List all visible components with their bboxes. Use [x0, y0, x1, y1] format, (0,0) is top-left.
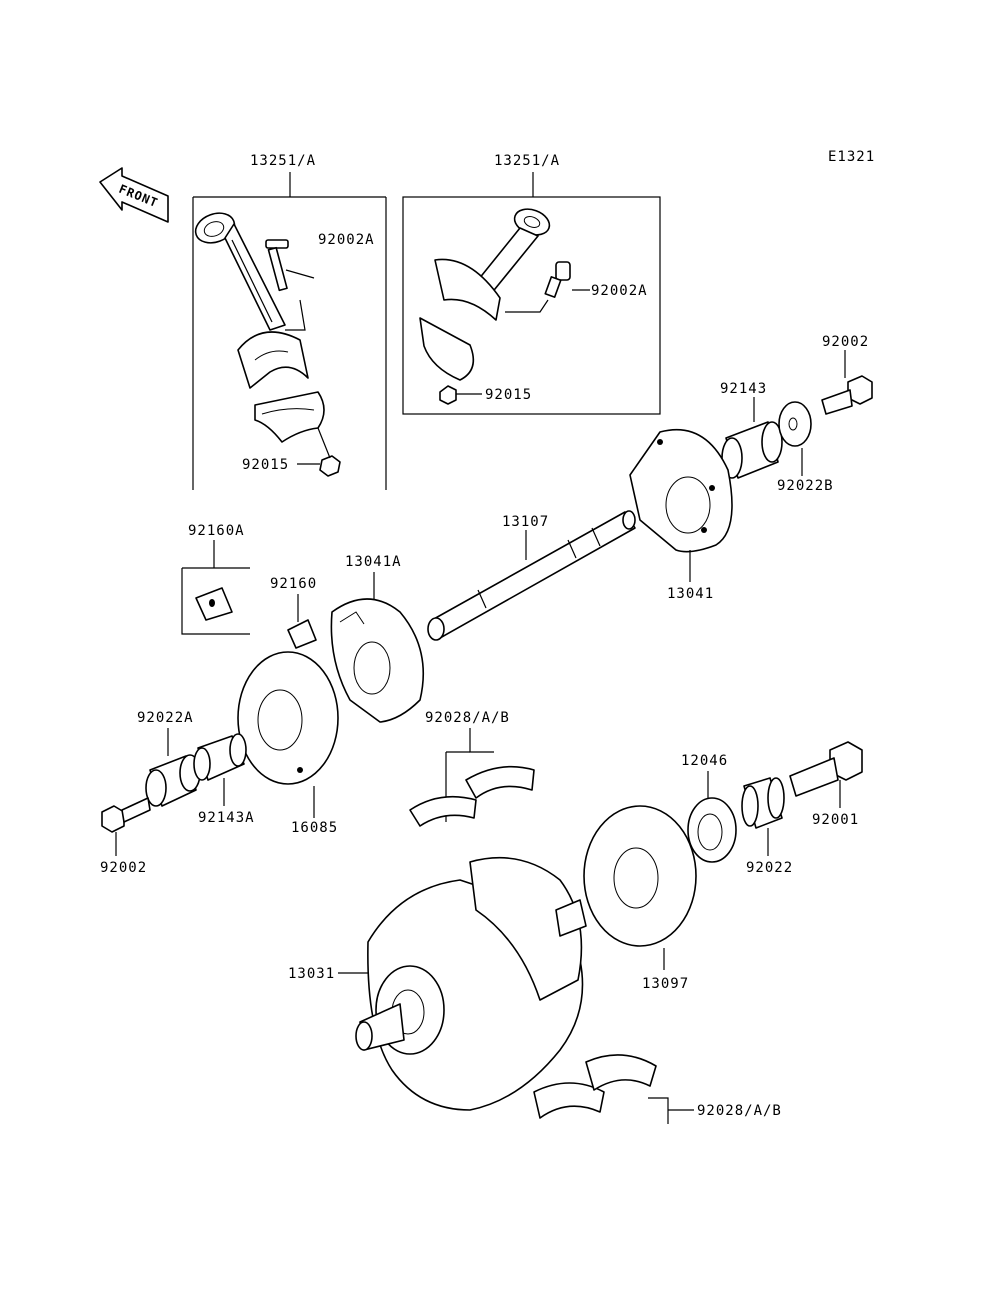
- washer-92022b: [778, 401, 812, 476]
- gear-16085: [237, 651, 339, 785]
- balancer-weight-13041a: [330, 598, 425, 723]
- bolt-92001: [789, 741, 863, 797]
- bearing-shell-bottom-2: [585, 1054, 657, 1091]
- connecting-rod-left: [194, 212, 309, 389]
- collar-92143a: [193, 733, 247, 781]
- label-conrod-right: 13251/A: [494, 153, 560, 169]
- bolt-right: [505, 261, 590, 313]
- collar-92143: [721, 421, 783, 479]
- label-damper-92160: 92160: [270, 576, 317, 592]
- label-conrod-left: 13251/A: [250, 153, 316, 169]
- label-bolt-right: 92002A: [591, 283, 648, 299]
- balancer-shaft-13107: [427, 510, 636, 641]
- washer-92022: [741, 777, 785, 829]
- conrod-box-left: [192, 172, 387, 490]
- bearing-shell-top-2: [465, 765, 535, 799]
- label-gear-16085: 16085: [291, 820, 338, 836]
- bolt-92002-bottom: [101, 797, 151, 833]
- washer-92022a: [145, 754, 201, 807]
- diagram-code: E1321: [828, 149, 875, 165]
- bolt-92002-top: [821, 375, 873, 415]
- gear-12046: [687, 797, 737, 863]
- conrod-box-right: [402, 196, 661, 415]
- nut-left: [297, 427, 341, 477]
- bolt-left: [265, 239, 315, 331]
- label-nut-right: 92015: [485, 387, 532, 403]
- damper-92160a: [195, 587, 233, 621]
- damper-92160: [287, 619, 317, 649]
- bearing-shell-top-1: [409, 795, 477, 827]
- label-bolt-92001: 92001: [812, 812, 859, 828]
- label-shaft-13107: 13107: [502, 514, 549, 530]
- label-bearing-bottom: 92028/A/B: [697, 1103, 782, 1119]
- connecting-rod-right: [419, 208, 551, 381]
- label-bolt-left: 92002A: [318, 232, 375, 248]
- label-gear-12046: 12046: [681, 753, 728, 769]
- label-damper-92160a: 92160A: [188, 523, 245, 539]
- label-bearing-top: 92028/A/B: [425, 710, 510, 726]
- label-washer-92022a: 92022A: [137, 710, 194, 726]
- crankshaft-13031: [355, 856, 587, 1111]
- rod-cap-left: [254, 391, 325, 443]
- label-crankshaft-13031: 13031: [288, 966, 335, 982]
- label-weight-13041: 13041: [667, 586, 714, 602]
- label-collar-92143: 92143: [720, 381, 767, 397]
- label-bolt-92002-top: 92002: [822, 334, 869, 350]
- nut-right: [439, 385, 482, 405]
- label-bolt-92002-bottom: 92002: [100, 860, 147, 876]
- balancer-weight-13041: [629, 428, 733, 553]
- front-arrow-icon: FRONT: [99, 167, 169, 223]
- label-washer-92022b: 92022B: [777, 478, 834, 494]
- label-weight-13041a: 13041A: [345, 554, 402, 570]
- label-washer-92022: 92022: [746, 860, 793, 876]
- label-sprocket-13097: 13097: [642, 976, 689, 992]
- label-nut-left: 92015: [242, 457, 289, 473]
- bearing-shell-bottom-1: [533, 1082, 605, 1119]
- sprocket-13097: [583, 805, 697, 947]
- label-collar-92143a: 92143A: [198, 810, 255, 826]
